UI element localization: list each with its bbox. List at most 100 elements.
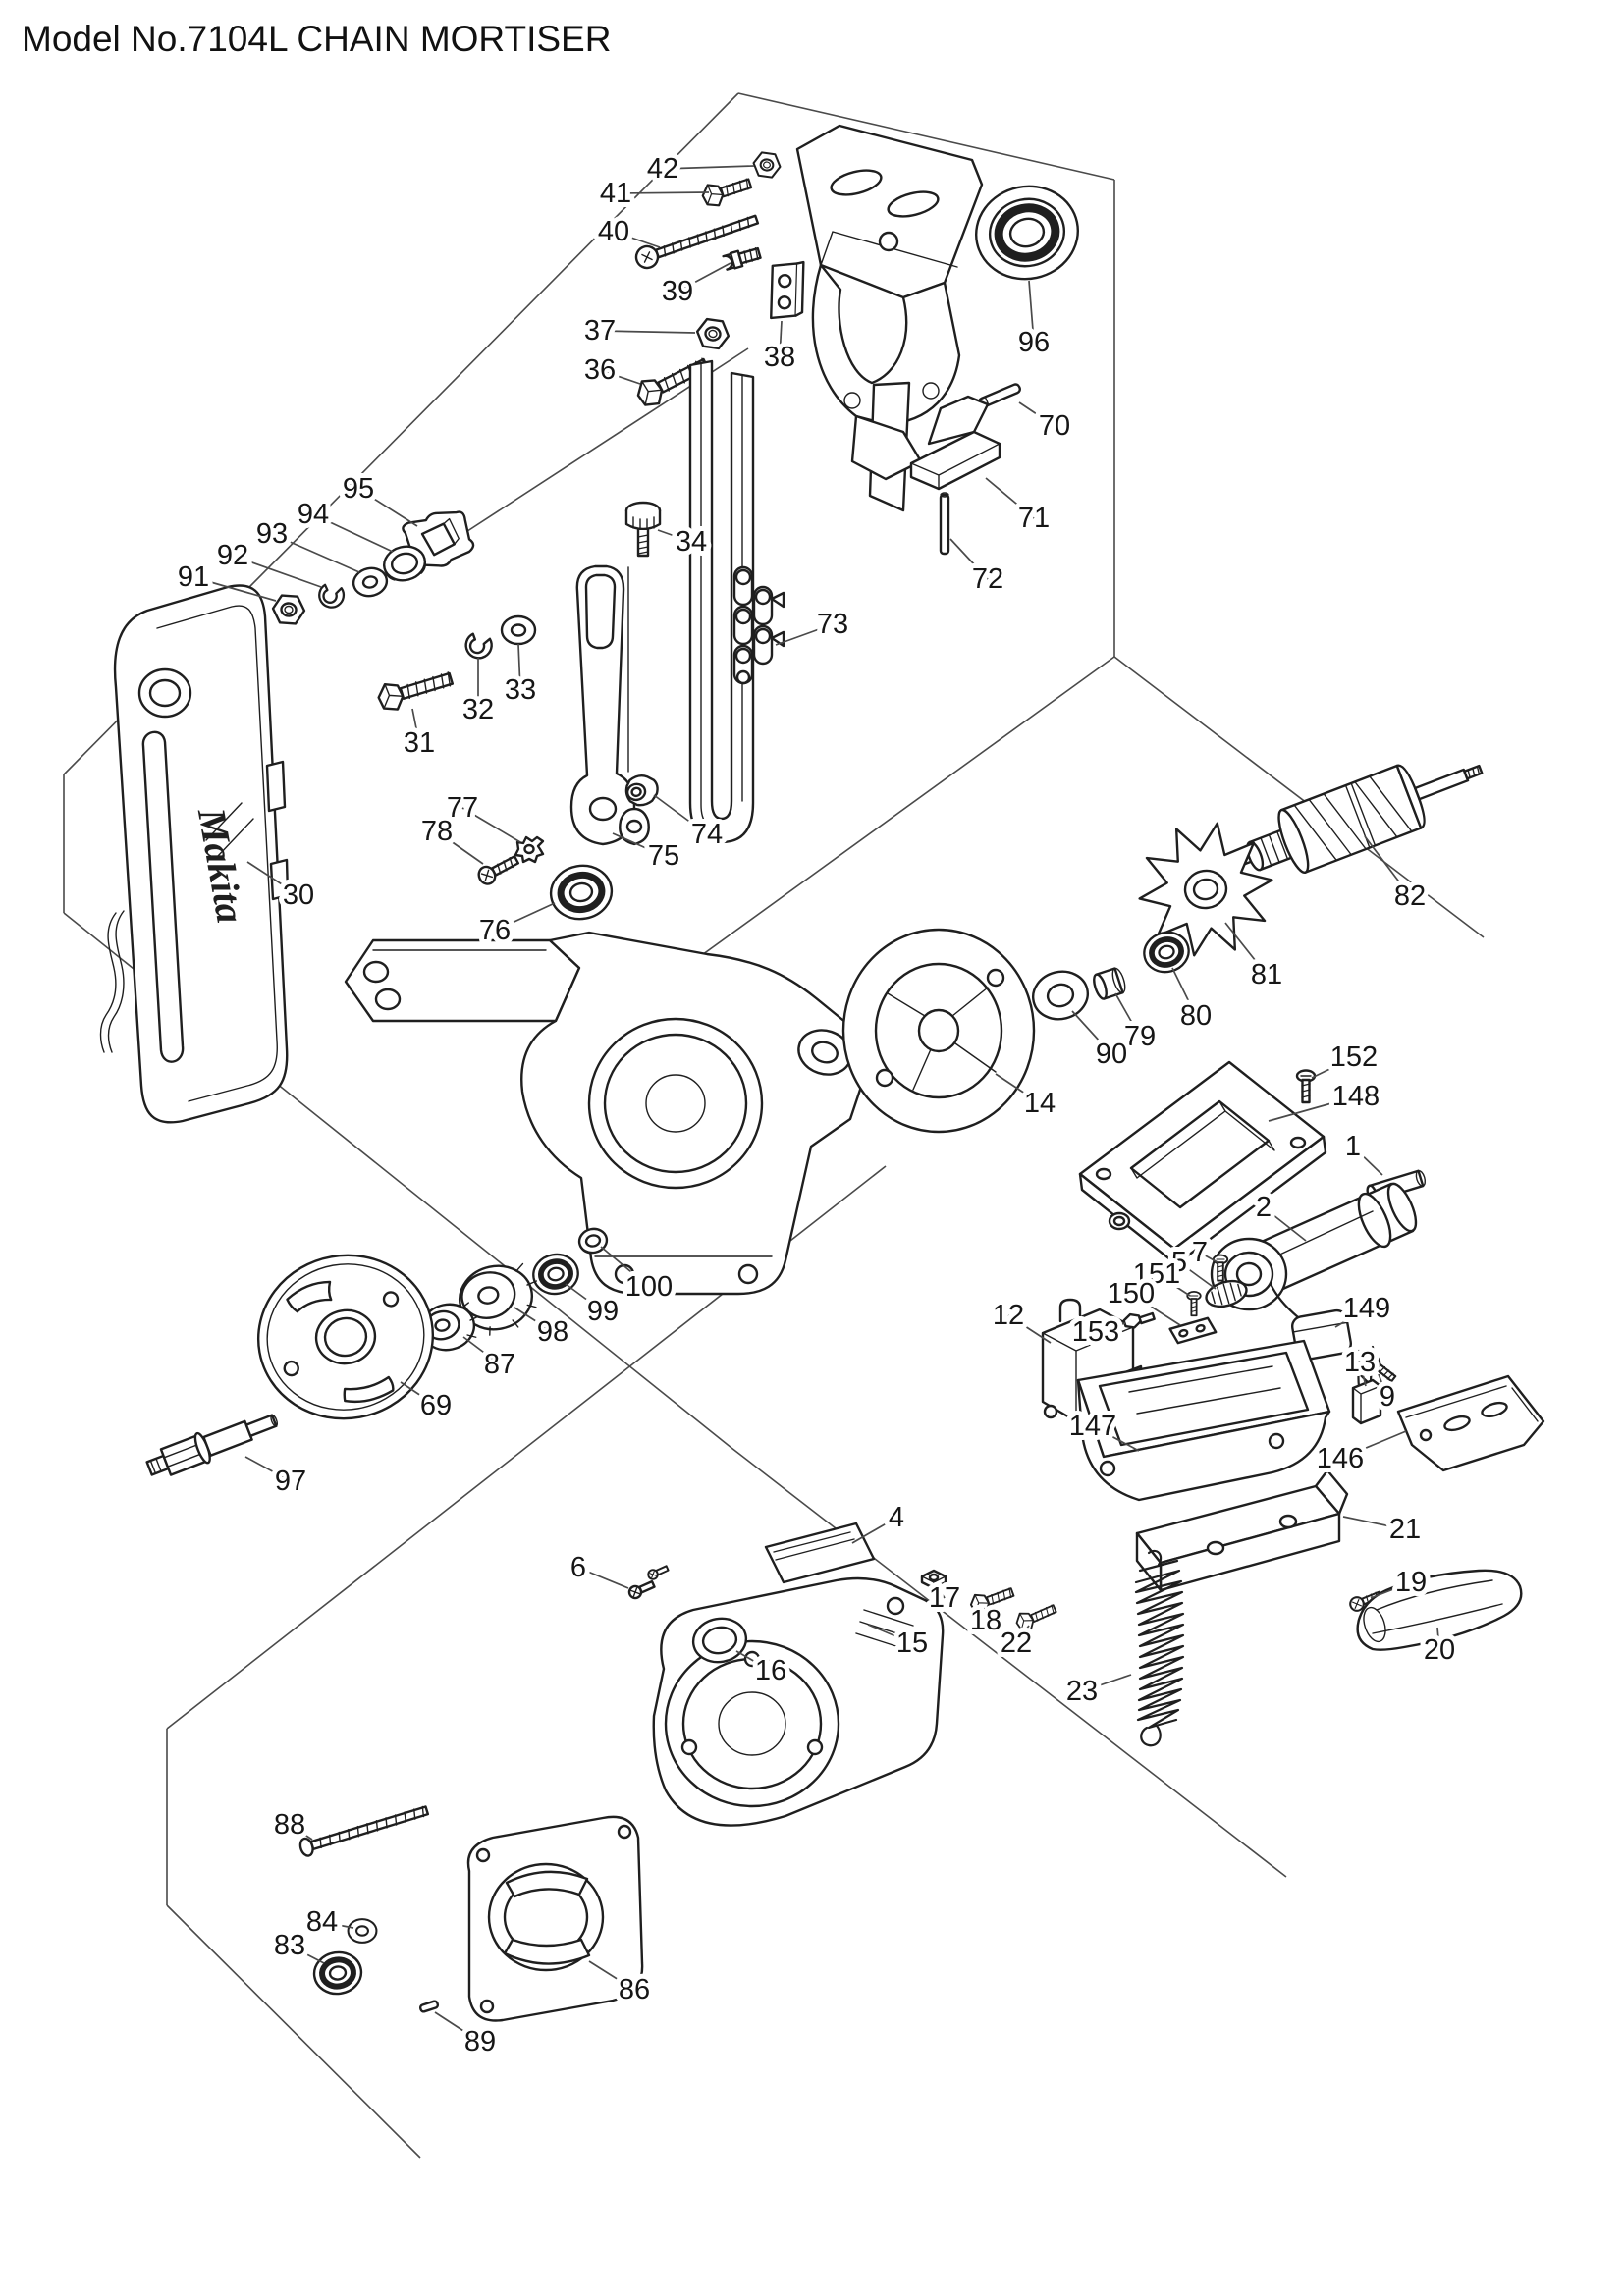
leader-146 [1339, 1430, 1407, 1460]
grip-20 [1356, 1569, 1523, 1651]
screw-152 [1295, 1069, 1317, 1104]
leader-75 [612, 832, 665, 857]
leader-20 [1436, 1627, 1440, 1651]
part-label-150: 150 [1108, 1278, 1155, 1309]
armature-82 [1226, 764, 1484, 875]
nut-91 [270, 593, 307, 626]
leader-90 [1071, 1010, 1112, 1055]
part-label-83: 83 [274, 1930, 305, 1961]
part-label-30: 30 [283, 880, 314, 911]
part-label-20: 20 [1424, 1634, 1455, 1666]
base-plate-146 [1396, 1374, 1545, 1472]
tension-arm-75 [569, 564, 650, 846]
leader-36 [599, 369, 641, 385]
leader-87 [462, 1336, 501, 1365]
leader-91 [192, 576, 277, 602]
plate-150 [1168, 1316, 1218, 1345]
leader-6 [577, 1567, 629, 1589]
leader-19 [1370, 1581, 1412, 1599]
leader-12 [1007, 1314, 1052, 1344]
part-label-89: 89 [464, 2026, 496, 2057]
drum-98 [459, 1262, 538, 1336]
bushing-100 [577, 1227, 609, 1255]
leader-7 [1199, 1252, 1218, 1263]
part-label-73: 73 [817, 609, 848, 640]
bearing-80 [1140, 928, 1193, 977]
part-label-86: 86 [619, 1974, 650, 2005]
part-label-42: 42 [647, 153, 678, 185]
leader-95 [357, 488, 418, 527]
plate-38 [770, 260, 805, 320]
chain-cover-30: Makita [99, 584, 290, 1124]
star-washer-77 [514, 835, 545, 864]
leader-69 [400, 1381, 437, 1407]
part-label-87: 87 [484, 1349, 515, 1380]
part-label-70: 70 [1039, 410, 1070, 442]
pin-72 [939, 492, 950, 556]
part-label-80: 80 [1180, 1000, 1212, 1032]
part-label-75: 75 [648, 840, 679, 872]
bolt-88 [298, 1805, 430, 1857]
part-label-14: 14 [1024, 1088, 1056, 1119]
gear-housing [344, 931, 866, 1296]
part-label-13: 13 [1344, 1347, 1376, 1378]
screw-40 [634, 214, 760, 270]
part-label-93: 93 [256, 518, 288, 550]
leader-96 [1028, 280, 1035, 344]
part-label-98: 98 [537, 1316, 568, 1348]
part-label-91: 91 [178, 561, 209, 593]
part-label-36: 36 [584, 354, 616, 386]
washer-33 [500, 614, 537, 646]
part-label-96: 96 [1018, 327, 1050, 358]
part-label-151: 151 [1133, 1258, 1180, 1290]
leader-150 [1130, 1293, 1181, 1326]
parts-artwork: Makita [99, 124, 1545, 2022]
hub-87 [419, 1302, 479, 1352]
part-label-92: 92 [217, 540, 248, 571]
part-label-88: 88 [274, 1809, 305, 1841]
part-label-74: 74 [691, 819, 723, 850]
part-label-81: 81 [1251, 959, 1282, 990]
part-label-34: 34 [676, 526, 707, 558]
base-bracket-71 [909, 395, 1001, 491]
bearing-83 [311, 1949, 363, 1997]
part-label-149: 149 [1343, 1293, 1390, 1324]
leader-151 [1156, 1273, 1191, 1297]
nut-42 [750, 150, 784, 180]
leader-18 [983, 1607, 987, 1622]
field-86 [466, 1815, 644, 2022]
leader-2 [1263, 1206, 1307, 1242]
leader-80 [1171, 967, 1197, 1017]
part-label-16: 16 [755, 1655, 786, 1686]
construction-line-9 [166, 1904, 421, 2159]
part-label-71: 71 [1018, 503, 1050, 534]
part-label-97: 97 [275, 1466, 306, 1497]
part-label-39: 39 [662, 276, 693, 307]
leader-100 [600, 1246, 650, 1288]
lock-washer-32 [462, 629, 495, 662]
thumb-screw-34 [624, 501, 662, 558]
part-label-146: 146 [1317, 1443, 1364, 1474]
part-label-6: 6 [570, 1552, 586, 1583]
guide-bar [688, 359, 755, 844]
leader-93 [271, 533, 360, 573]
part-gear-head-bracket [795, 124, 984, 512]
part-label-152: 152 [1330, 1041, 1378, 1073]
leader-88 [289, 1824, 313, 1841]
leader-70 [1018, 401, 1056, 427]
leader-82 [1364, 835, 1411, 897]
leader-40 [613, 231, 661, 248]
part-label-2: 2 [1256, 1192, 1272, 1223]
leader-148 [1268, 1095, 1357, 1122]
ring-94 [383, 545, 427, 582]
leader-13 [1359, 1362, 1367, 1387]
leader-4 [851, 1517, 897, 1544]
leader-16 [735, 1650, 772, 1672]
part-label-95: 95 [343, 473, 374, 505]
leader-78 [436, 830, 484, 865]
part-label-21: 21 [1389, 1514, 1421, 1545]
pin-89 [418, 2000, 440, 2013]
square-nut-17 [920, 1569, 947, 1590]
construction-line-0 [737, 92, 1115, 181]
